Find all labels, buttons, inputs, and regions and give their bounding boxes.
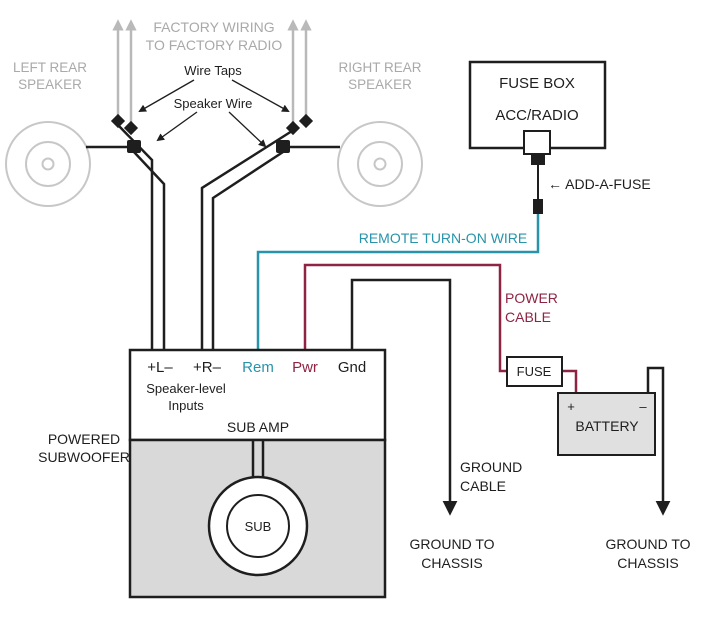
annotation-arrows (138, 79, 290, 148)
amp-terminal-power: Pwr (292, 359, 318, 376)
left-rear-speaker-icon (5, 121, 91, 207)
label-fuse-box-title: FUSE BOX (499, 75, 575, 92)
powered-subwoofer-box (128, 348, 387, 599)
label-sub-amp: SUB AMP (227, 419, 289, 435)
left-speaker-wire-to-amp (118, 125, 154, 350)
left-speaker-connector (127, 140, 141, 153)
label-right-rear-speaker-line1: RIGHT REAR (338, 60, 421, 75)
speaker-center-dot (41, 157, 55, 171)
label-fuse-box-circuit: ACC/RADIO (495, 107, 578, 124)
label-ground-to-chassis-left-line1: GROUND TO (409, 536, 494, 552)
ground-wires (350, 278, 671, 516)
label-speaker-level-inputs-line1: Speaker-level (146, 381, 226, 396)
amp-terminal-left-input: +L– (147, 359, 173, 376)
sub-amp-outline (128, 348, 387, 442)
fuse-slot (523, 130, 551, 155)
power-cable-wires (303, 263, 578, 394)
label-ground-to-chassis-right-line1: GROUND TO (605, 536, 690, 552)
speaker-wire-pointer-right (228, 111, 267, 148)
amp-terminal-remote: Rem (242, 359, 274, 376)
right-speaker-wire-to-amp (211, 150, 284, 350)
label-battery: BATTERY (575, 418, 639, 434)
label-right-rear-speaker-line2: SPEAKER (348, 77, 412, 92)
wire-taps-pointer-right (231, 79, 290, 112)
remote-turn-on-wire (256, 214, 540, 351)
label-factory-wiring-line2: TO FACTORY RADIO (146, 37, 283, 53)
left-speaker-wire-to-amp (133, 151, 166, 350)
label-powered-subwoofer-line2: SUBWOOFER (38, 449, 130, 465)
battery-plus-terminal: + (567, 399, 575, 414)
label-wire-taps: Wire Taps (184, 63, 242, 78)
label-speaker-wire: Speaker Wire (174, 96, 253, 111)
label-power-cable-line2: CABLE (505, 309, 551, 325)
vehicle-fuse-box (468, 60, 607, 214)
label-sub: SUB (245, 519, 272, 534)
label-ground-to-chassis-right-line2: CHASSIS (617, 555, 678, 571)
right-rear-speaker-icon (337, 121, 423, 207)
label-power-cable-line1: POWER (505, 290, 558, 306)
label-left-rear-speaker-line2: SPEAKER (18, 77, 82, 92)
amp-terminal-right-input: +R– (193, 359, 222, 376)
speaker-wires (86, 125, 340, 350)
label-add-a-fuse: ← ADD-A-FUSE (548, 176, 651, 192)
battery-ground-cable (646, 366, 671, 516)
label-inline-fuse: FUSE (517, 364, 552, 379)
wire-tap (298, 113, 314, 129)
sub-speaker-inner (226, 494, 290, 558)
speaker-wire-pointer-left (156, 111, 198, 142)
label-factory-wiring-line1: FACTORY WIRING (153, 19, 274, 35)
right-speaker-connector (276, 140, 290, 153)
battery-outline (557, 392, 656, 456)
power-cable-fuse-to-battery (562, 369, 578, 394)
label-remote-turn-on-wire: REMOTE TURN-ON WIRE (359, 230, 528, 246)
label-speaker-level-inputs-line2: Inputs (168, 398, 204, 413)
factory-wiring-arrows (112, 19, 312, 126)
add-a-fuse-holder (531, 154, 545, 165)
inline-fuse-outline (506, 356, 563, 387)
add-a-fuse-fuse (533, 199, 543, 214)
amp-terminal-ground: Gnd (338, 359, 366, 376)
power-cable-amp-to-fuse (303, 263, 507, 373)
label-ground-to-chassis-left-line2: CHASSIS (421, 555, 482, 571)
battery-minus-terminal: – (639, 399, 647, 414)
amp-ground-cable (350, 278, 458, 516)
wire-tap (285, 120, 301, 136)
label-powered-subwoofer-line1: POWERED (48, 431, 120, 447)
label-ground-cable-line2: CABLE (460, 478, 506, 494)
speaker-center-dot (373, 157, 387, 171)
right-speaker-wire-to-amp (200, 129, 293, 350)
label-left-rear-speaker-line1: LEFT REAR (13, 60, 87, 75)
label-ground-cable-line1: GROUND (460, 459, 522, 475)
wire-taps-pointer-left (138, 79, 195, 112)
wire-tap (110, 113, 126, 129)
